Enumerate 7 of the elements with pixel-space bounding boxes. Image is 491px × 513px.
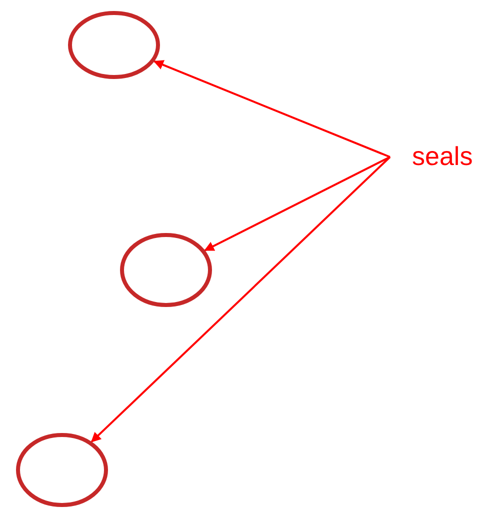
ellipse-outline	[68, 11, 160, 79]
ellipse-outline	[16, 433, 108, 507]
ellipse-outline	[120, 233, 212, 307]
leader-line	[90, 156, 391, 442]
leader-line	[153, 60, 390, 158]
part-label: seals	[412, 141, 474, 171]
leader-line	[204, 156, 390, 252]
